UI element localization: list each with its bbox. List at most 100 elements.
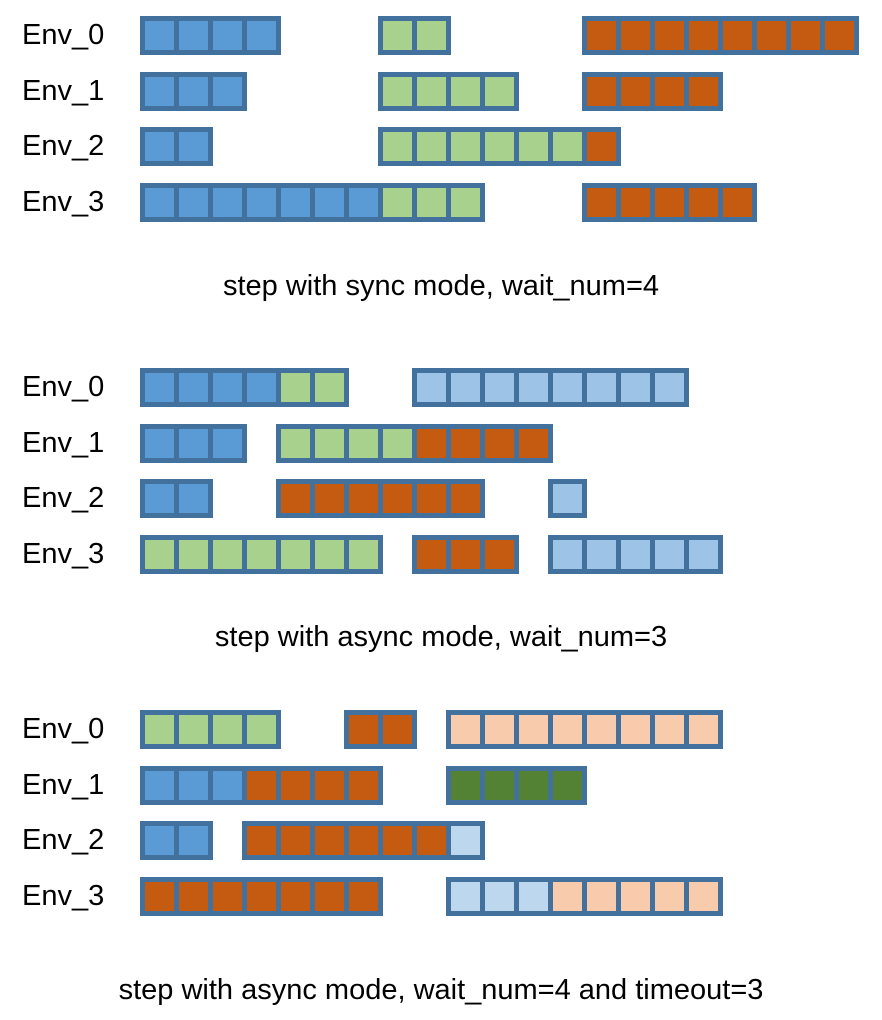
step-cell-lightblue [621,373,650,402]
step-cell-blue [349,187,378,217]
step-cell-blue [145,484,174,513]
step-bar [412,368,689,407]
step-cell-orange [281,484,310,513]
step-cell-orange [349,826,378,855]
step-cell-blue [213,76,242,106]
step-cell-lightblue [553,539,582,569]
step-cell-lightblue [485,373,514,402]
step-cell-orange [689,21,718,50]
step-cell-lightblue [587,373,616,402]
step-cell-peach [553,715,582,744]
step-cell-green [383,187,412,217]
step-cell-lightblue [553,373,582,402]
env-label: Env_0 [22,19,105,51]
step-bar [412,534,519,574]
step-cell-green [519,132,548,161]
step-cell-blue [179,76,208,106]
step-cell-blue [145,770,174,800]
step-cell-blue [213,770,242,800]
step-bar [378,71,519,111]
step-bar [242,821,485,860]
step-cell-green [417,76,446,106]
step-cell-green [383,428,412,458]
step-cell-orange [587,187,616,217]
step-cell-orange [655,187,684,217]
step-cell-green [383,76,412,106]
step-cell-orange [587,76,616,106]
env-label: Env_3 [22,537,105,570]
env-label: Env_2 [22,482,105,514]
step-cell-blue [213,187,242,217]
step-bar [276,423,553,463]
step-bar [140,534,383,574]
step-cell-orange [315,484,344,513]
step-cell-green [213,715,242,744]
step-cell-paleblue [519,881,548,911]
step-cell-green [247,715,276,744]
step-cell-paleblue [451,826,480,855]
step-cell-green [553,132,582,161]
step-cell-blue [179,132,208,161]
step-cell-darkgreen [519,770,548,800]
panel-caption-sync-wait4: step with sync mode, wait_num=4 [222,270,660,302]
step-cell-orange [417,428,446,458]
step-cell-orange [179,881,208,911]
env-label: Env_1 [22,426,105,459]
step-cell-green [349,539,378,569]
step-cell-blue [213,21,242,50]
step-bar [140,127,213,166]
step-cell-orange [383,715,412,744]
step-cell-orange [451,428,480,458]
step-cell-orange [451,484,480,513]
step-cell-peach [689,881,718,911]
step-cell-darkgreen [485,770,514,800]
step-cell-green [145,539,174,569]
step-cell-orange [315,881,344,911]
step-bar [446,876,723,916]
step-cell-orange [315,770,344,800]
step-cell-green [485,132,514,161]
step-cell-green [247,539,276,569]
env-label: Env_2 [22,824,105,856]
step-cell-orange [247,881,276,911]
step-cell-green [281,539,310,569]
step-cell-orange [689,76,718,106]
step-cell-paleblue [485,881,514,911]
step-bar [140,182,485,222]
env-label: Env_0 [22,713,105,745]
env-label: Env_2 [22,130,105,162]
step-bar [140,710,281,749]
step-cell-orange [587,21,616,50]
step-bar [140,423,247,463]
step-cell-lightblue [689,539,718,569]
step-cell-blue [145,428,174,458]
step-cell-blue [145,76,174,106]
step-cell-peach [587,715,616,744]
step-cell-orange [281,826,310,855]
step-cell-blue [247,187,276,217]
step-cell-orange [621,21,650,50]
step-cell-lightblue [587,539,616,569]
step-cell-green [281,373,310,402]
step-cell-orange [281,881,310,911]
step-cell-green [145,715,174,744]
env-label: Env_3 [22,879,105,912]
step-cell-green [417,21,446,50]
step-cell-orange [247,770,276,800]
step-cell-blue [145,373,174,402]
step-cell-peach [553,881,582,911]
step-cell-green [383,21,412,50]
step-cell-blue [145,187,174,217]
step-cell-peach [485,715,514,744]
step-cell-orange [213,881,242,911]
step-cell-peach [689,715,718,744]
step-cell-blue [213,373,242,402]
step-bar [548,479,587,518]
step-cell-orange [315,826,344,855]
step-cell-lightblue [655,373,684,402]
step-cell-orange [451,539,480,569]
step-cell-orange [587,132,616,161]
step-cell-lightblue [417,373,446,402]
